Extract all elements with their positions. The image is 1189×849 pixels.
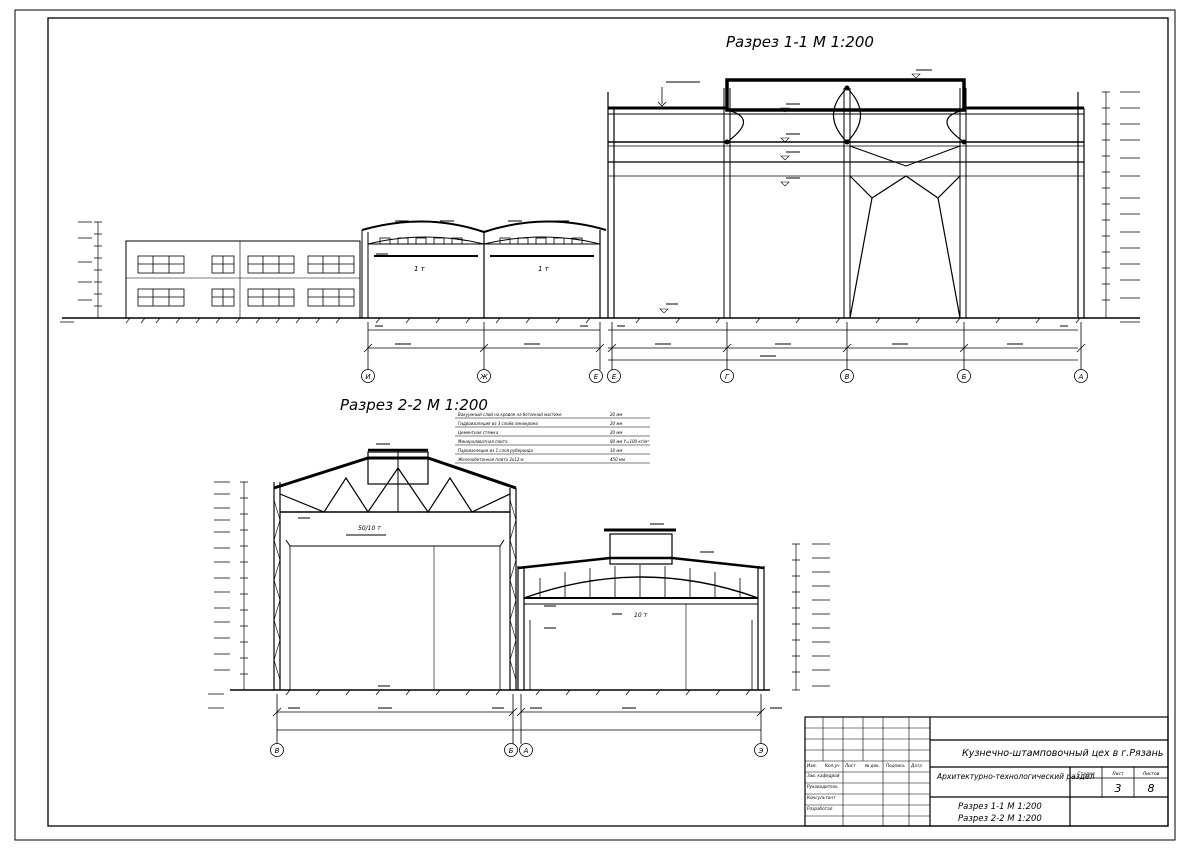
sheet-header: Лист: [1111, 771, 1124, 777]
tb-role: Руководитель: [807, 784, 838, 789]
layer-name: Вакуумный слой на кровле на бетонной мас…: [458, 412, 562, 417]
layer-name: Цементная стяжка: [458, 430, 499, 435]
tb-header-izm: Изм.: [807, 763, 817, 768]
crane-label-3: 50/10 т: [358, 525, 381, 532]
tb-header-list: Лист: [844, 763, 856, 768]
axis-label: Б: [509, 747, 514, 755]
layer-name: Минераловатная плита: [458, 439, 508, 444]
layer-value: 20 мм: [610, 430, 622, 435]
tb-header-doc: № док.: [864, 763, 880, 768]
tb-header-sign: Подпись: [886, 763, 905, 768]
section-2-drawing: [208, 443, 830, 744]
axis-label: А: [1078, 373, 1084, 381]
sheet-title-1: Разрез 1-1 М 1:200: [958, 802, 1042, 812]
roof-layers-table: Вакуумный слой на кровле на бетонной мас…: [455, 412, 650, 464]
crane-label-2: 1 т: [538, 265, 550, 273]
layer-value: 450 мм: [610, 457, 625, 462]
axis-label: Е: [594, 373, 599, 381]
drawing-frame: [47, 17, 1169, 827]
project-name: Кузнечно-штамповочный цех в г.Рязань: [962, 748, 1163, 759]
axis-label: И: [365, 373, 371, 381]
axis-label: Е: [612, 373, 617, 381]
layer-value: 10 мм: [610, 448, 622, 453]
sheet-number: 3: [1115, 782, 1122, 795]
tb-role: Разработал: [807, 806, 833, 811]
axis-label: Б: [962, 373, 967, 381]
axis-label: Ж: [479, 373, 488, 381]
layer-value: 20 мм: [610, 412, 622, 417]
tb-role: Зав. кафедрой: [807, 773, 840, 778]
sheet-title-2: Разрез 2-2 М 1:200: [958, 814, 1042, 824]
axis-label: В: [845, 373, 850, 381]
axis-label: А: [523, 747, 529, 755]
sheets-total: 8: [1148, 782, 1155, 795]
section-1-axes: [361, 369, 1088, 383]
tb-header-kol: Кол.уч: [825, 763, 840, 768]
stage-header: Стадия: [1077, 771, 1095, 777]
project-part: Архитектурно-технологический раздел: [936, 772, 1095, 781]
layer-value: 80 мм Y=100 кг/м³: [610, 439, 649, 444]
layer-name: Гидроизоляция из 3 слоёв линокрома: [458, 421, 538, 426]
layer-value: 20 мм: [610, 421, 622, 426]
section-1-drawing: [60, 69, 1140, 370]
section-1-title: Разрез 1-1 М 1:200: [726, 33, 874, 51]
title-block: [804, 716, 1169, 827]
section-2-axes: [270, 743, 768, 757]
crane-label-4: 10 т: [634, 612, 648, 619]
section-2-title: Разрез 2-2 М 1:200: [340, 396, 488, 414]
axis-label: Г: [725, 373, 730, 381]
axis-label: В: [275, 747, 280, 755]
tb-header-date: Дата: [910, 763, 922, 768]
sheets-header: Листов: [1142, 771, 1160, 777]
layer-name: Железобетонная плита 3х12 м: [457, 457, 524, 462]
sheet-border: [14, 9, 1176, 841]
crane-label-1: 1 т: [414, 265, 426, 273]
tb-role: Консультант: [807, 795, 836, 800]
axis-label: Э: [758, 747, 764, 755]
layer-name: Пароизоляция из 1 слоя рубероида: [458, 448, 533, 453]
